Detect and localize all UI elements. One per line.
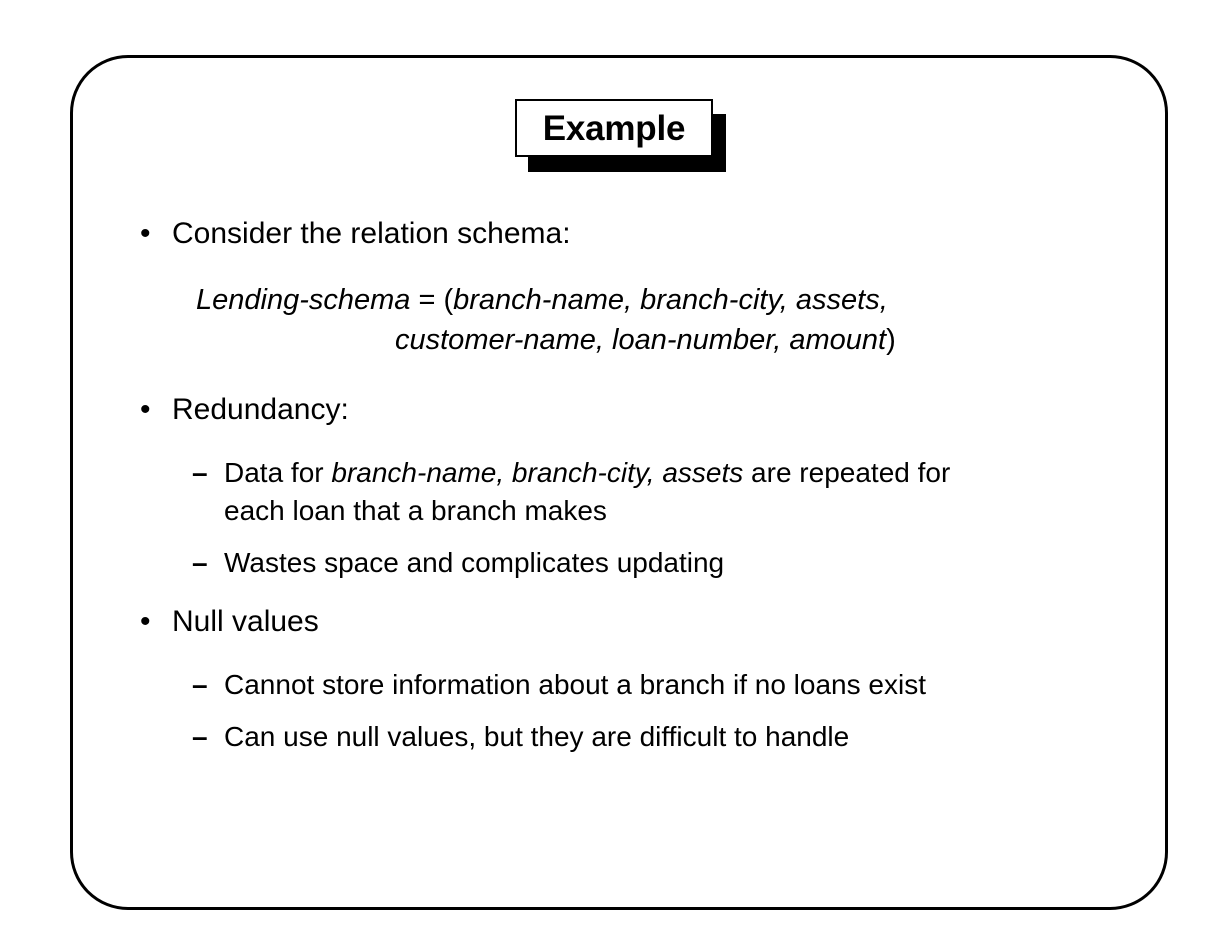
- bullet-dot-icon: •: [140, 393, 151, 426]
- sub-bullet-text-wastes-space: Wastes space and complicates updating: [224, 547, 725, 578]
- dash-marker-icon: –: [192, 457, 208, 488]
- schema-definition-line-1: Lending-schema = (branch-name, branch-ci…: [0, 280, 1226, 320]
- sub-bullet-wastes-space: – Wastes space and complicates updating: [0, 544, 1226, 582]
- title-box: Example: [515, 99, 713, 157]
- spacer: [0, 254, 1226, 280]
- bullet-label-consider: Consider the relation schema:: [172, 217, 571, 250]
- slide-body: • Consider the relation schema: Lending-…: [0, 214, 1226, 756]
- schema-definition-line-2: customer-name, loan-number, amount): [0, 320, 1226, 360]
- spacer: [0, 582, 1226, 602]
- bullet-group-redundancy: • Redundancy: – Data for branch-name, br…: [0, 390, 1226, 582]
- page-title: Example: [542, 108, 686, 148]
- schema-equals-open: = (: [410, 284, 454, 316]
- bullet-group-consider: • Consider the relation schema: Lending-…: [0, 214, 1226, 360]
- schema-close-paren: ): [886, 324, 896, 356]
- spacer: [0, 430, 1226, 454]
- bullet-dot-icon: •: [140, 605, 151, 638]
- schema-attrs-line-2: customer-name, loan-number, amount: [395, 324, 887, 356]
- spacer: [0, 642, 1226, 666]
- schema-attrs-line-1: branch-name, branch-city, assets,: [453, 284, 888, 316]
- sub-bullet-text-cannot-store: Cannot store information about a branch …: [224, 669, 926, 700]
- sub-bullet-text-can-use-null: Can use null values, but they are diffic…: [224, 721, 850, 752]
- bullet-dot-icon: •: [140, 217, 151, 250]
- spacer: [0, 530, 1226, 544]
- sub-bullet-text-post: are repeated for: [743, 457, 951, 488]
- sub-bullet-can-use-null: – Can use null values, but they are diff…: [0, 718, 1226, 756]
- bullet-item-consider: • Consider the relation schema:: [0, 214, 1226, 254]
- bullet-label-redundancy: Redundancy:: [172, 393, 349, 426]
- bullet-label-null-values: Null values: [172, 605, 319, 638]
- spacer: [0, 360, 1226, 390]
- sub-bullet-text-italic: branch-name, branch-city, assets: [331, 457, 744, 488]
- bullet-group-null-values: • Null values – Cannot store information…: [0, 602, 1226, 756]
- slide-title-block: Example: [515, 99, 726, 172]
- sub-bullet-text-continued: each loan that a branch makes: [224, 495, 607, 526]
- dash-marker-icon: –: [192, 547, 208, 578]
- spacer: [0, 704, 1226, 718]
- sub-bullet-data-repeated: – Data for branch-name, branch-city, ass…: [0, 454, 1226, 530]
- sub-bullet-text-pre: Data for: [224, 457, 332, 488]
- slide-border-frame: [70, 55, 1168, 910]
- dash-marker-icon: –: [192, 721, 208, 752]
- dash-marker-icon: –: [192, 669, 208, 700]
- bullet-item-null-values: • Null values: [0, 602, 1226, 642]
- schema-relation-name: Lending-schema: [196, 284, 411, 316]
- bullet-item-redundancy: • Redundancy:: [0, 390, 1226, 430]
- sub-bullet-cannot-store: – Cannot store information about a branc…: [0, 666, 1226, 704]
